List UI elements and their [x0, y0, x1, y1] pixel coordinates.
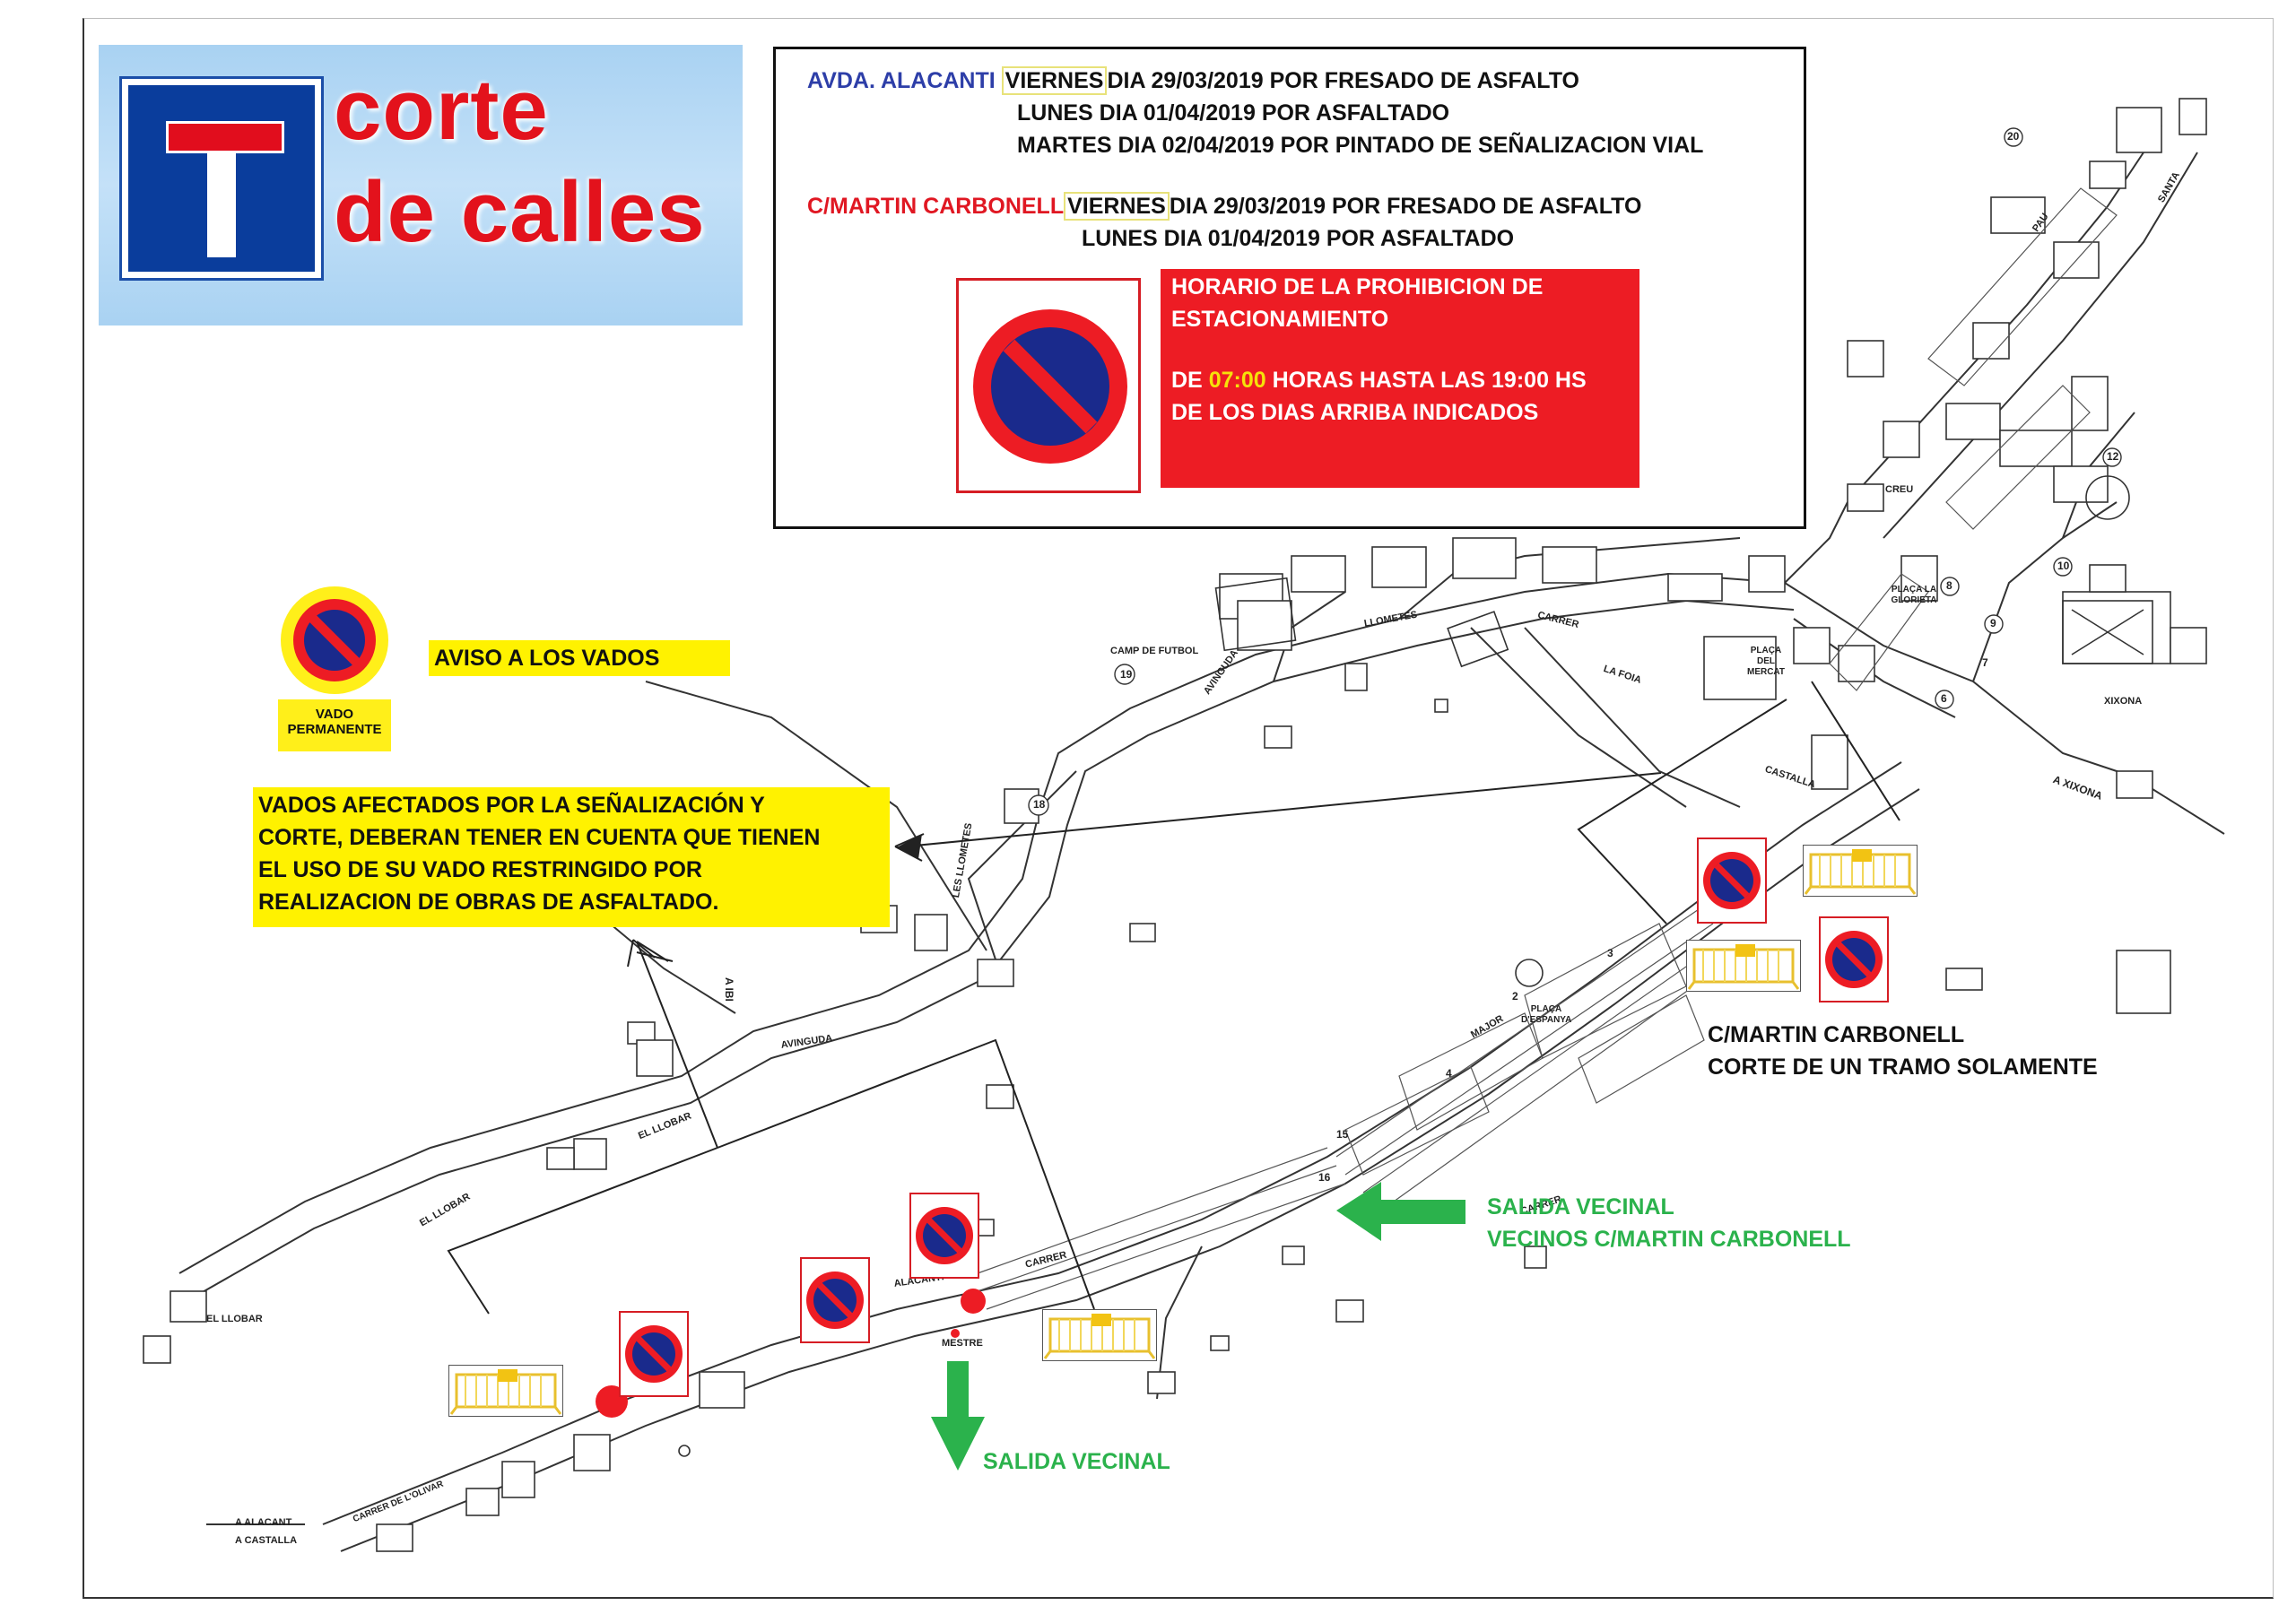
map-label-n3: 3	[1607, 947, 1613, 959]
avda-viernes: VIERNES	[1001, 66, 1108, 95]
schedule-line4: DE LOS DIAS ARRIBA INDICADOS	[1171, 400, 1539, 425]
green-arrow-left	[1336, 1182, 1465, 1241]
map-label-n20: 20	[2007, 130, 2020, 143]
map-label-n8: 8	[1946, 579, 1952, 592]
road-barrier-sign-3	[1042, 1309, 1157, 1361]
logo-title-line2: de calles	[334, 164, 706, 260]
vados-message-line2: CORTE, DEBERAN TENER EN CUENTA QUE TIENE…	[258, 825, 821, 850]
schedule-line3: DE 07:00 HORAS HASTA LAS 19:00 HS	[1171, 368, 1587, 393]
map-label-n12: 12	[2107, 450, 2119, 463]
vado-permanente-sign: VADO PERMANENTE	[274, 585, 395, 751]
map-label-a-alacant: A ALACANT	[235, 1517, 292, 1528]
green-arrow-down	[931, 1361, 985, 1471]
vados-message-line1: VADOS AFECTADOS POR LA SEÑALIZACIÓN Y	[258, 793, 765, 818]
map-label-n10: 10	[2057, 560, 2070, 572]
map-label-a-ibi: A IBI	[723, 977, 735, 1002]
aviso-text: AVISO A LOS VADOS	[434, 646, 660, 671]
parking-schedule-box: HORARIO DE LA PROHIBICION DE ESTACIONAMI…	[1161, 269, 1639, 488]
map-label-mestre: MESTRE	[942, 1338, 983, 1349]
notice-avda-line3: MARTES DIA 02/04/2019 POR PINTADO DE SEÑ…	[1017, 133, 1704, 158]
vado-plate-line2: PERMANENTE	[287, 722, 382, 737]
no-parking-sign-2	[1819, 916, 1889, 1002]
no-parking-icon	[973, 309, 1127, 464]
avda-line1-rest: DIA 29/03/2019 POR FRESADO DE ASFALTO	[1107, 68, 1579, 93]
dead-end-road-sign-icon	[122, 79, 321, 278]
map-label-n19: 19	[1120, 668, 1133, 681]
map-label-camp-futbol: CAMP DE FUTBOL	[1110, 646, 1199, 656]
barrier-icon	[1804, 849, 1917, 895]
vado-plate: VADO PERMANENTE	[278, 699, 391, 751]
map-label-creu: CREU	[1885, 484, 1914, 495]
notice-martin-line2: LUNES DIA 01/04/2019 POR ASFALTADO	[1082, 226, 1515, 251]
map-label-n9: 9	[1990, 617, 1996, 629]
map-label-a-castalla: A CASTALLA	[235, 1535, 298, 1546]
vado-plate-line1: VADO	[315, 707, 354, 722]
martin-viernes: VIERNES	[1064, 192, 1170, 221]
no-parking-icon	[1703, 852, 1761, 909]
barrier-icon	[449, 1369, 562, 1415]
corte-de-calles-logo: corte de calles	[99, 45, 743, 325]
salida-vecinal-bottom: SALIDA VECINAL	[983, 1449, 1170, 1474]
schedule-line1: HORARIO DE LA PROHIBICION DE	[1171, 274, 1544, 299]
salida-vecinal-right-line1: SALIDA VECINAL	[1487, 1194, 1674, 1219]
martin-line1-rest: DIA 29/03/2019 POR FRESADO DE ASFALTO	[1169, 194, 1642, 219]
map-label-placa-glorieta: PLAÇA LA GLORIETA	[1891, 585, 1937, 605]
no-parking-icon	[916, 1207, 973, 1264]
no-parking-sign-1	[1697, 838, 1767, 924]
road-barrier-sign-1	[1803, 845, 1918, 897]
no-parking-sign-5	[619, 1311, 689, 1397]
vados-message-box: VADOS AFECTADOS POR LA SEÑALIZACIÓN Y CO…	[253, 787, 890, 927]
map-label-n15: 15	[1336, 1128, 1349, 1141]
aviso-vados-banner: AVISO A LOS VADOS	[429, 640, 730, 676]
road-barrier-sign-2	[1686, 940, 1801, 992]
map-label-n18: 18	[1033, 798, 1046, 811]
vados-message-line3: EL USO DE SU VADO RESTRINGIDO POR	[258, 857, 702, 882]
no-parking-icon	[1825, 931, 1883, 988]
map-label-n6: 6	[1941, 692, 1947, 705]
map-label-el-llobar-3: EL LLOBAR	[206, 1314, 263, 1324]
map-label-n16: 16	[1318, 1171, 1331, 1184]
map-label-n2: 2	[1512, 990, 1518, 1002]
map-label-n7: 7	[1982, 656, 1988, 669]
map-label-placa-mercat: PLAÇA DEL MERCAT	[1746, 646, 1786, 677]
no-parking-sign-4	[800, 1257, 870, 1343]
road-barrier-sign-4	[448, 1365, 563, 1417]
map-label-n4: 4	[1446, 1067, 1452, 1080]
barrier-icon	[1687, 944, 1800, 990]
map-label-placa-espanya: PLAÇA D'ESPANYA	[1521, 1004, 1572, 1025]
schedule-line2: ESTACIONAMIENTO	[1171, 307, 1389, 332]
martin-name: C/MARTIN CARBONELL	[807, 194, 1065, 219]
logo-title-line1: corte	[334, 62, 549, 158]
no-parking-sign-3	[909, 1193, 979, 1279]
martin-cut-line1: C/MARTIN CARBONELL	[1708, 1022, 1965, 1047]
schedule-start-time: 07:00	[1208, 368, 1266, 393]
barrier-icon	[1043, 1314, 1156, 1359]
vados-message-line4: REALIZACION DE OBRAS DE ASFALTADO.	[258, 890, 719, 915]
no-parking-sign-large	[956, 278, 1141, 493]
salida-vecinal-right-line2: VECINOS C/MARTIN CARBONELL	[1487, 1227, 1851, 1252]
avda-name: AVDA. ALACANTI	[807, 68, 996, 93]
vado-no-parking-icon	[281, 586, 388, 694]
map-frame	[83, 18, 2274, 1599]
notice-avda-line2: LUNES DIA 01/04/2019 POR ASFALTADO	[1017, 100, 1450, 126]
no-parking-icon	[806, 1271, 864, 1329]
martin-cut-line2: CORTE DE UN TRAMO SOLAMENTE	[1708, 1055, 2098, 1080]
no-parking-icon	[625, 1325, 683, 1383]
map-label-xixona: XIXONA	[2104, 696, 2143, 707]
